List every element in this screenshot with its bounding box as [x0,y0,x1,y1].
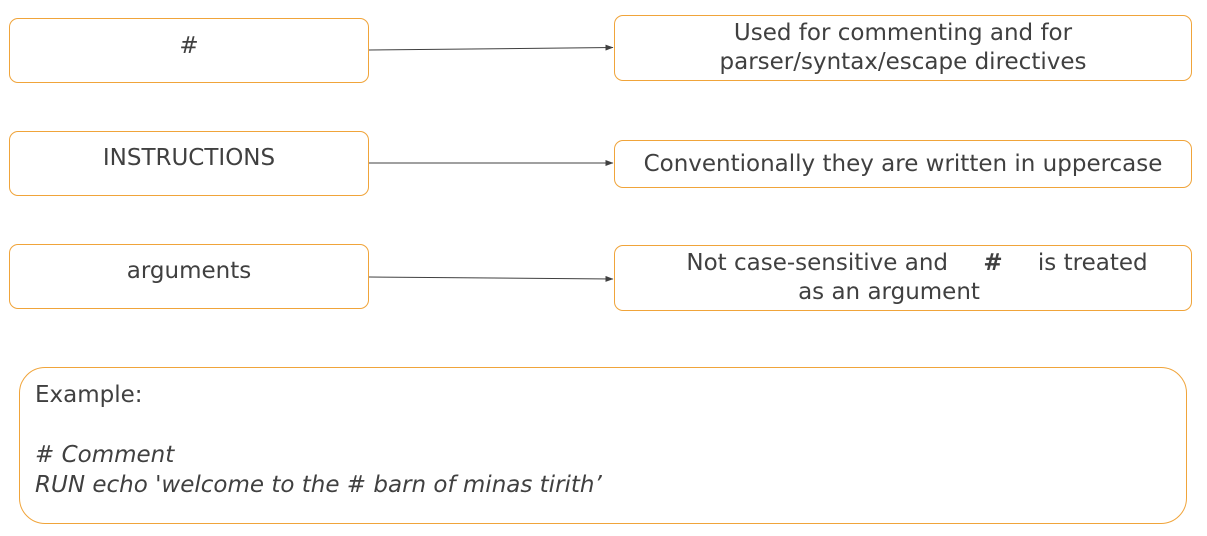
term-label-hash: # [179,33,199,59]
term-box-hash: # [9,18,369,83]
example-code-comment: # Comment [35,442,175,468]
example-blank-line [35,410,1171,440]
description-box-arguments: Not case-sensitive and # is treated as a… [614,245,1192,311]
term-label-arguments: arguments [126,258,252,284]
description-text-after: is treated as an argument [798,250,1148,305]
description-box-instructions: Conventionally they are written in upper… [614,140,1192,188]
description-text-before: Not case-sensitive and [686,250,956,276]
description-text-hash: Used for commenting and for parser/synta… [719,20,1087,75]
arrow-hash-to-description [368,44,614,51]
term-box-arguments: arguments [9,244,369,309]
arrow-arguments-to-description [368,275,614,282]
example-box: Example: # Comment RUN echo 'welcome to … [19,367,1187,524]
term-label-instructions: INSTRUCTIONS [102,145,276,171]
term-box-instructions: INSTRUCTIONS [9,131,369,196]
description-hash-symbol: # [983,250,1003,276]
example-code-run: RUN echo 'welcome to the # barn of minas… [35,472,602,498]
description-box-hash: Used for commenting and for parser/synta… [614,15,1192,81]
description-text-arguments: Not case-sensitive and # is treated as a… [615,249,1191,307]
example-label: Example: [35,382,143,408]
description-text-instructions: Conventionally they are written in upper… [643,150,1163,177]
